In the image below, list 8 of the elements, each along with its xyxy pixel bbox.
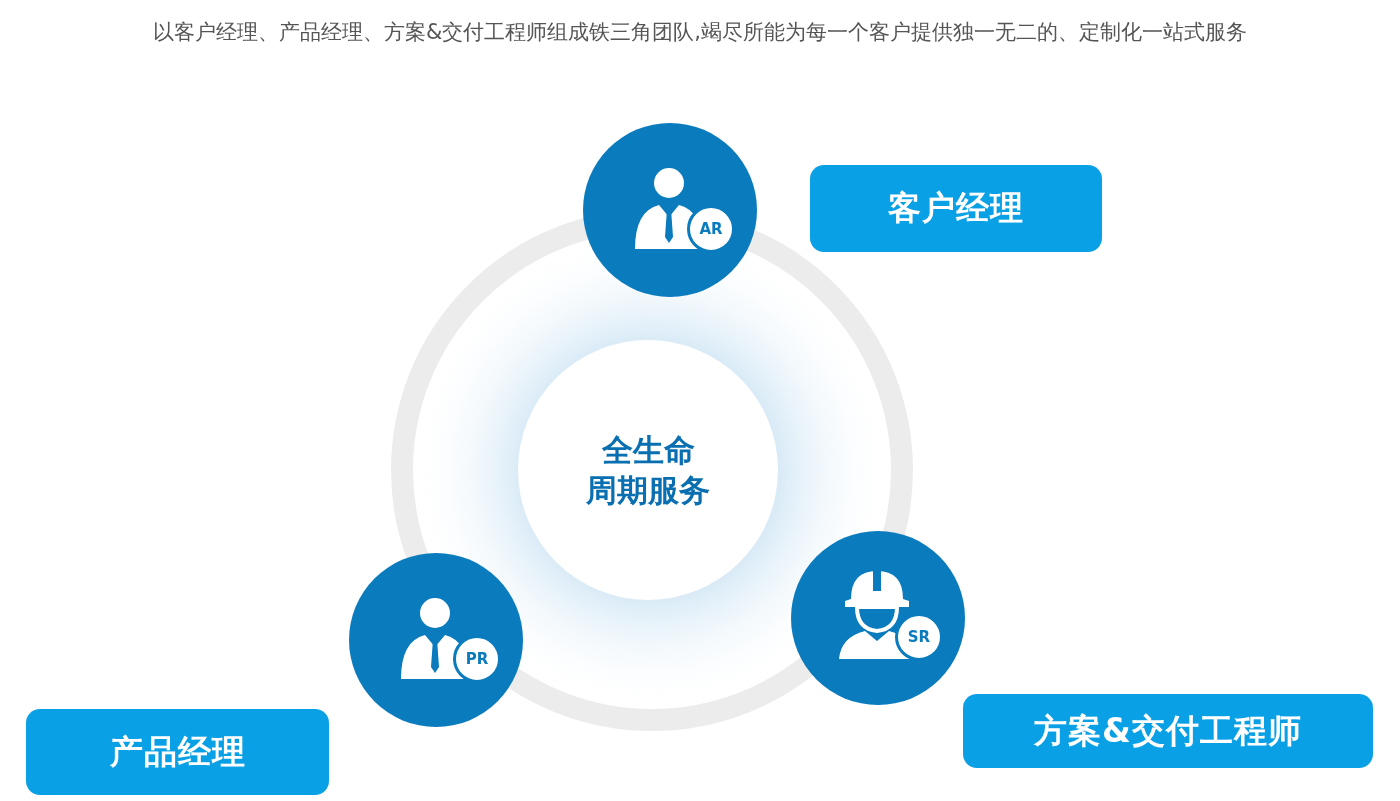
role-label: 产品经理 (26, 709, 329, 795)
role-label: 方案&交付工程师 (963, 694, 1373, 768)
heading: 以客户经理、产品经理、方案&交付工程师组成铁三角团队,竭尽所能为每一个客户提供独一无二的、定制化一站式服务 (151, 19, 1249, 46)
role-label: 客户经理 (810, 165, 1102, 252)
role-badge: AR (687, 205, 735, 253)
role-badge: SR (895, 613, 943, 661)
role-badge: PR (453, 635, 501, 683)
center-text: 全生命周期服务 (586, 430, 710, 510)
